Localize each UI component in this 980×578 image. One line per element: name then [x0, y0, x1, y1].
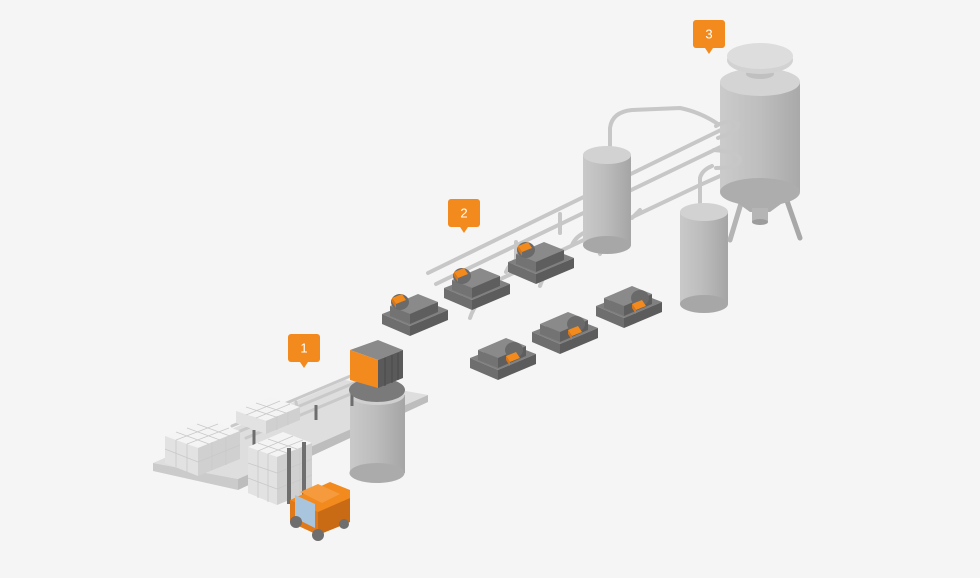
- step-marker-1[interactable]: 1: [288, 334, 320, 368]
- pump-machine: [444, 268, 510, 310]
- storage-tank-upper: [583, 146, 631, 254]
- bale-stack-top: [236, 397, 300, 434]
- silo: [720, 43, 803, 243]
- silo-pipes: [712, 119, 743, 170]
- pump-machine: [596, 286, 662, 328]
- step-marker-3[interactable]: 3: [693, 20, 725, 54]
- pump-machine: [532, 312, 598, 354]
- grinder-unit: [349, 340, 405, 402]
- step-marker-2[interactable]: 2: [448, 199, 480, 233]
- bale-stack-left: [164, 420, 241, 476]
- pump-machine: [382, 294, 448, 336]
- pump-machine: [508, 242, 574, 284]
- step-marker-label: 2: [460, 206, 467, 221]
- step-marker-label: 1: [300, 341, 307, 356]
- pump-machine: [470, 338, 536, 380]
- forklift: [287, 442, 350, 541]
- storage-tank-lower: [680, 203, 728, 313]
- step-marker-label: 3: [705, 27, 712, 42]
